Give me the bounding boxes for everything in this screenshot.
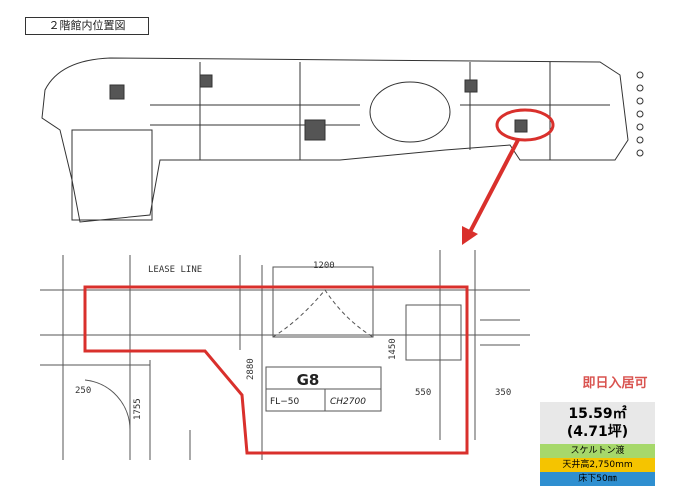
area-sqm: 15.59㎡ xyxy=(568,406,627,422)
page-title: ２階館内位置図 xyxy=(25,17,149,35)
dimension-label: 1450 xyxy=(388,338,398,360)
dimension-label: 250 xyxy=(75,386,91,396)
area-display: 15.59㎡ (4.71坪) xyxy=(540,402,655,444)
floor-level-label: FL−50 xyxy=(270,397,299,407)
dimension-label: 350 xyxy=(495,388,511,398)
area-tsubo: (4.71坪) xyxy=(566,424,629,440)
floor-band: 床下50㎜ xyxy=(540,472,655,486)
location-highlight xyxy=(495,108,555,142)
unit-boundary xyxy=(83,285,469,455)
lease-line-label: LEASE LINE xyxy=(148,265,202,275)
availability-label: 即日入居可 xyxy=(582,376,648,391)
unit-label: G8 xyxy=(297,371,320,389)
dimension-label: 1200 xyxy=(313,261,335,271)
overview-floor-plan xyxy=(41,57,644,223)
ceiling-height-label: CH2700 xyxy=(330,397,366,407)
condition-band: スケルトン渡 xyxy=(540,444,655,458)
dimension-label: 1755 xyxy=(133,398,143,420)
dimension-label: 550 xyxy=(415,388,431,398)
detail-floor-plan xyxy=(40,250,530,460)
dimension-label: 2880 xyxy=(246,358,256,380)
unit-info-box: 15.59㎡ (4.71坪) スケルトン渡 天井高2,750mm 床下50㎜ xyxy=(540,402,655,486)
ceiling-band: 天井高2,750mm xyxy=(540,458,655,472)
pointer-arrow xyxy=(462,139,520,245)
